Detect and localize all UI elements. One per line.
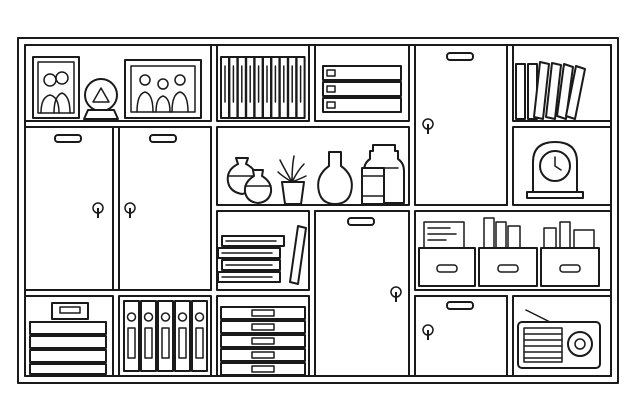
lever-arch-file <box>140 300 157 372</box>
mantel-clock <box>526 141 584 199</box>
photo-frame-left <box>32 56 80 119</box>
cabinet-door-center[interactable] <box>314 210 410 377</box>
file-boxes <box>418 217 600 287</box>
leaning-books <box>515 61 586 120</box>
cabinet-door-bottom[interactable] <box>414 295 508 377</box>
cabinet-door-left[interactable] <box>24 126 114 291</box>
cabinet-door-top-right[interactable] <box>414 44 508 206</box>
box-on-books <box>29 302 107 375</box>
lever-arch-file <box>191 300 208 372</box>
lever-arch-file <box>123 300 140 372</box>
lever-arch-file <box>157 300 174 372</box>
lever-arch-files <box>123 300 208 372</box>
book-stack <box>217 225 307 285</box>
retro-radio <box>517 309 601 369</box>
vase-group <box>226 144 405 205</box>
labeled-book-stack <box>220 306 306 376</box>
drawer-organizer <box>322 65 402 113</box>
lever-arch-file <box>174 300 191 372</box>
snow-globe <box>83 78 119 120</box>
photo-frame-family <box>124 59 202 119</box>
binder-row <box>220 56 306 119</box>
cabinet-door-right[interactable] <box>118 126 212 291</box>
